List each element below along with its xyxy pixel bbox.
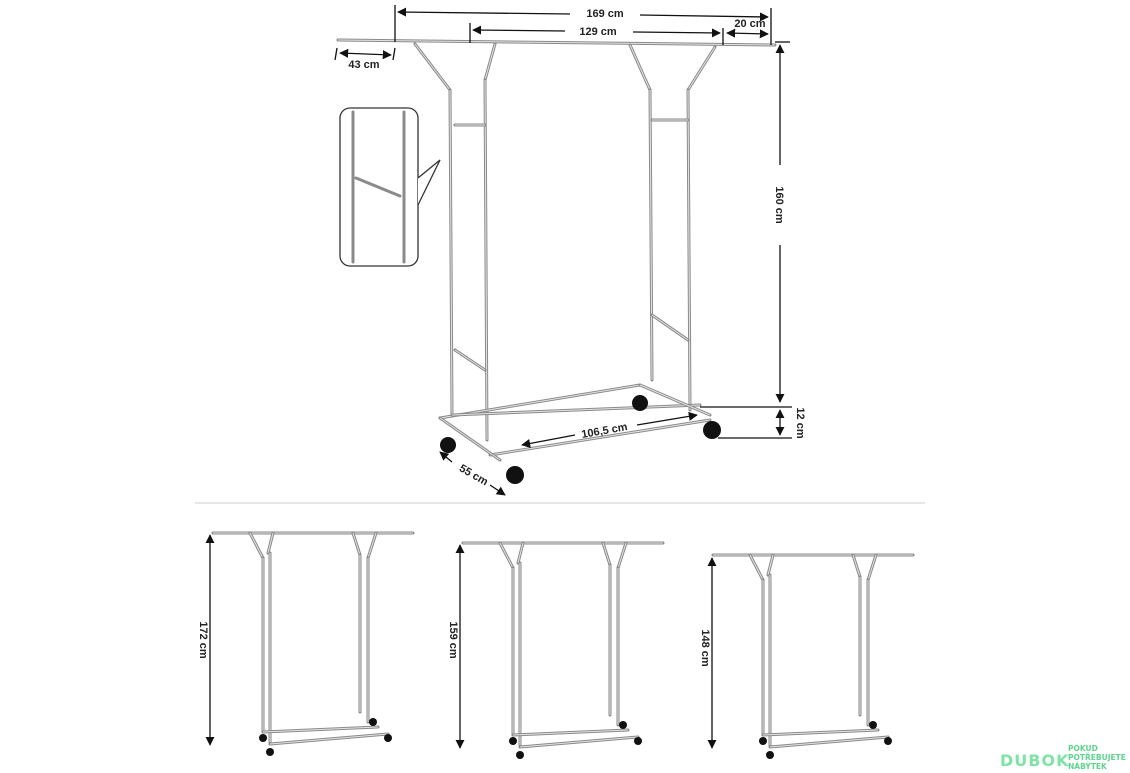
caster-wheel (884, 737, 892, 745)
caster-wheel (369, 718, 377, 726)
rack-pipe (414, 43, 451, 91)
rack-pipe (867, 554, 877, 581)
rack-pipe (449, 89, 453, 416)
height-variants: 172 cm 159 cm 148 cm (197, 534, 717, 749)
watermark-tagline: POKUD POTŘEBUJETE NÁBYTEK (1068, 744, 1126, 771)
caster-wheel (384, 734, 392, 742)
rack-pipe (489, 419, 711, 456)
rack-pipe (267, 532, 274, 554)
rack-pipe (762, 729, 879, 736)
rack-pipe (602, 542, 611, 566)
dimension-labels: 169 cm 129 cm 20 cm 43 cm 160 cm 12 cm 1… (348, 8, 806, 489)
caster-wheel (619, 721, 627, 729)
rack-pipe (367, 532, 377, 559)
base-height-label: 12 cm (794, 407, 806, 438)
rack-pipe (439, 384, 641, 419)
rack-pipe (617, 542, 627, 569)
caster-wheel (440, 437, 456, 453)
rack-pipe (262, 726, 379, 733)
caster-wheel (869, 721, 877, 729)
rack-pipe (649, 89, 653, 381)
frame-width-label: 129 cm (579, 26, 617, 38)
caster-wheel (259, 734, 267, 742)
rack-pipe (249, 532, 264, 559)
rack-pipe (687, 46, 716, 91)
watermark-logo: DUBOK (1000, 751, 1069, 770)
rack-drawings (211, 38, 915, 759)
caster-wheel (634, 737, 642, 745)
rack-pipe (451, 404, 701, 416)
caster-wheel (703, 421, 721, 439)
rack-pipe (769, 736, 889, 748)
variant-height-label: 172 cm (197, 621, 209, 659)
rack-pipe (852, 554, 861, 578)
rack-pipe (269, 733, 389, 745)
caster-wheel (632, 395, 648, 411)
rack-pipe (517, 542, 524, 564)
rack-pipe (439, 417, 501, 461)
rack-pipe (484, 79, 488, 441)
rack-pipe (512, 729, 629, 736)
variant-height-label: 159 cm (447, 621, 459, 659)
rack-pipe (352, 532, 361, 556)
rack-pipe (454, 349, 486, 371)
rack-pipe (499, 542, 514, 569)
rack-pipe (749, 554, 764, 581)
variant-height-label: 148 cm (699, 629, 711, 667)
caster-wheel (266, 748, 274, 756)
extension-label: 20 cm (734, 18, 765, 30)
caster-wheel (509, 737, 517, 745)
rack-pipe (639, 384, 711, 416)
caster-wheel (516, 751, 524, 759)
rack-pipe (651, 314, 689, 341)
height-label: 160 cm (773, 186, 785, 224)
rack-pipe (629, 44, 651, 91)
rack-pipe (484, 43, 496, 81)
total-width-label: 169 cm (586, 8, 624, 20)
detail-inset (339, 107, 441, 267)
top-rail (337, 39, 776, 46)
caster-wheel (759, 737, 767, 745)
depth-label: 55 cm (457, 462, 490, 488)
watermark-brand: DUBOK (1000, 751, 1069, 770)
rack-pipe (767, 554, 774, 576)
caster-wheel (506, 466, 524, 484)
caster-wheel (766, 751, 774, 759)
rack-pipe (519, 736, 639, 748)
left-extension-label: 43 cm (348, 59, 379, 71)
dimension-lines (334, 5, 792, 496)
rack-pipe (687, 89, 691, 411)
